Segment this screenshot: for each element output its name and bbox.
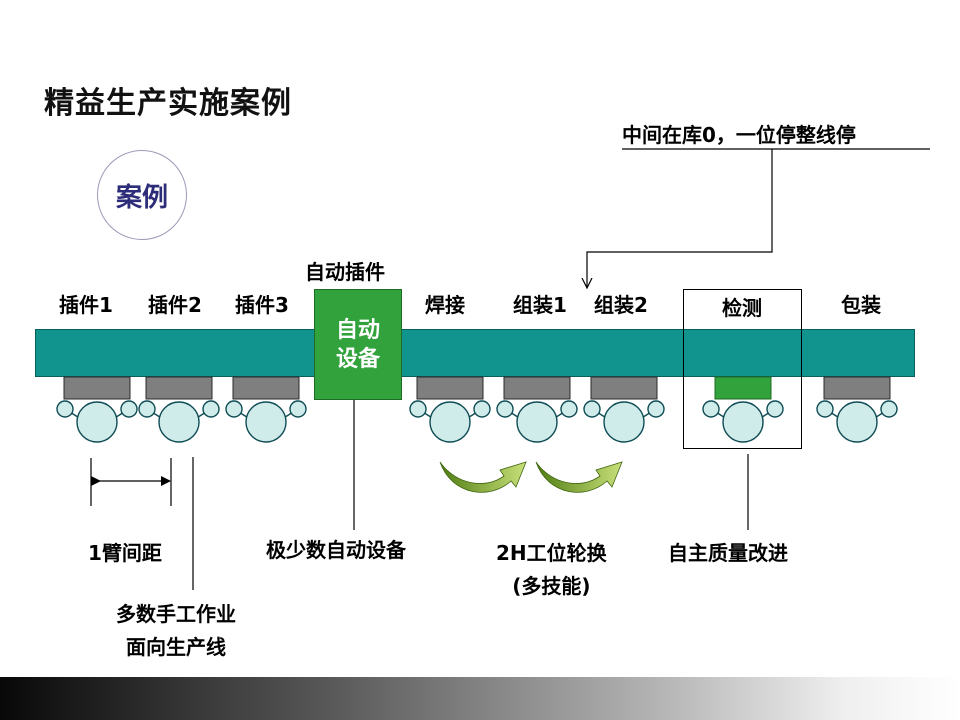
manual-work-label: 多数手工作业 面向生产线 [116, 598, 236, 660]
worker-icon [583, 376, 665, 443]
automatic-device: 自动 设备 [314, 289, 402, 400]
quality-label: 自主质量改进 [668, 541, 788, 565]
station-label-inspection: 检测 [722, 296, 762, 320]
station-label-packaging: 包装 [841, 293, 881, 317]
rotation-arrow-1 [439, 461, 527, 493]
footer-gradient-bar [0, 677, 960, 720]
worker-icon [409, 376, 491, 443]
workstation-insert-2 [137, 376, 221, 450]
workstation-inspection [701, 376, 785, 450]
worker-icon [702, 376, 784, 443]
rotation-line2: (多技能) [512, 574, 591, 598]
inspection-frame [683, 289, 802, 449]
workstation-insert-1 [55, 376, 139, 450]
station-label-insert-2: 插件2 [148, 293, 202, 317]
worker-icon [816, 376, 898, 443]
station-label-welding: 焊接 [425, 293, 465, 317]
arm-distance-label: 1臂间距 [88, 541, 162, 565]
worker-icon [225, 376, 307, 443]
worker-icon [138, 376, 220, 443]
station-label-insert-1: 插件1 [59, 293, 113, 317]
top-note: 中间在库0，一位停整线停 [622, 123, 856, 147]
station-label-assembly-2: 组装2 [594, 293, 648, 317]
manual-work-line2: 面向生产线 [126, 635, 226, 659]
workstation-assembly-2 [582, 376, 666, 450]
auto-insert-label: 自动插件 [305, 260, 385, 284]
workstation-assembly-1 [495, 376, 579, 450]
workstation-welding [408, 376, 492, 450]
automatic-device-label-line2: 设备 [335, 346, 380, 372]
rotation-label: 2H工位轮换 (多技能) [496, 537, 607, 599]
station-label-insert-3: 插件3 [235, 293, 289, 317]
page-title: 精益生产实施案例 [44, 86, 292, 121]
automatic-device-label-line1: 自动 [335, 317, 380, 343]
top-note-pointer [587, 149, 773, 287]
case-badge: 案例 [97, 150, 187, 240]
rotation-line1: 2H工位轮换 [496, 541, 607, 565]
workstation-packaging [815, 376, 899, 450]
worker-icon [496, 376, 578, 443]
workstation-insert-3 [224, 376, 308, 450]
auto-device-few-label: 极少数自动设备 [266, 538, 406, 562]
station-label-assembly-1: 组装1 [513, 293, 567, 317]
worker-icon [56, 376, 138, 443]
rotation-arrow-2 [535, 461, 623, 493]
manual-work-line1: 多数手工作业 [116, 602, 236, 626]
